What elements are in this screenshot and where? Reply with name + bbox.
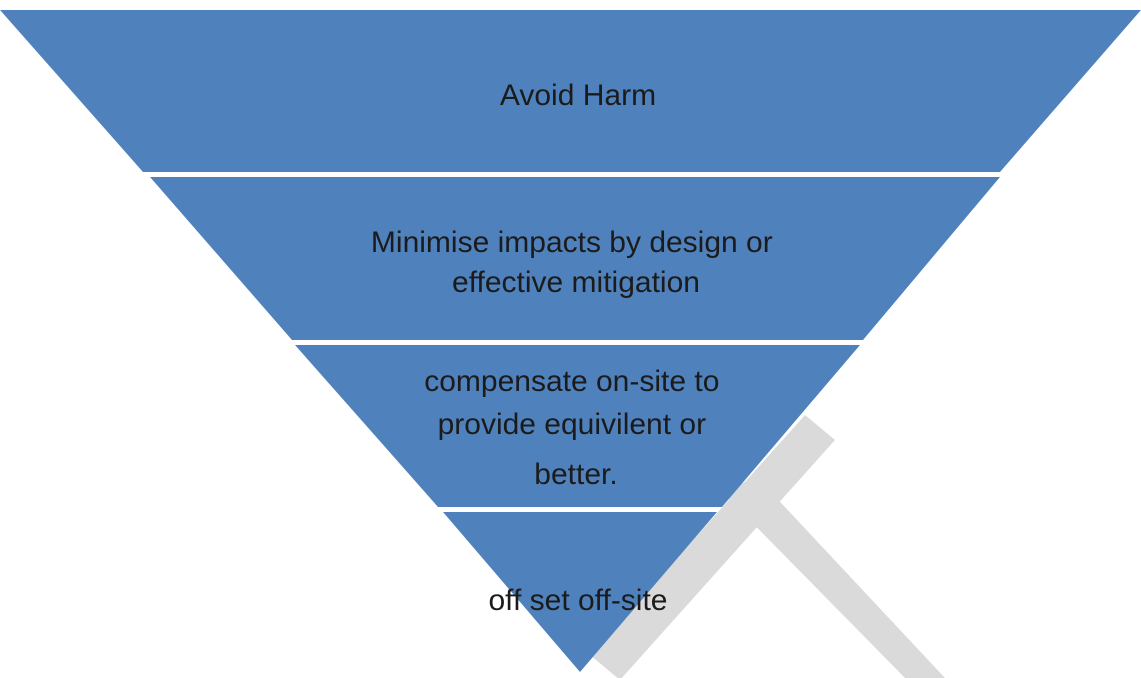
tier-2-shape — [150, 177, 1000, 340]
watermark-graphic — [590, 415, 945, 678]
tier-1-label: Avoid Harm — [500, 79, 656, 112]
tier-2-line-1: Minimise impacts by design or — [371, 226, 773, 259]
watermark-stroke — [725, 475, 945, 678]
watermark-bar — [590, 415, 835, 678]
tier-1-line-1: Avoid Harm — [500, 79, 656, 112]
tier-3-line-1: compensate on-site to — [424, 365, 719, 398]
tier-3-label: compensate on-site to provide equivilent… — [424, 365, 728, 491]
tier-labels: Avoid Harm Minimise impacts by design or… — [371, 79, 781, 617]
tier-4-shape — [443, 512, 717, 672]
tier-4-line-1: off set off-site — [489, 584, 668, 617]
tier-3-line-3: better. — [534, 458, 617, 491]
pyramid — [0, 10, 1141, 672]
tier-3-line-2: provide equivilent or — [438, 408, 707, 441]
tier-4-label: off set off-site — [489, 584, 668, 617]
tier-1-shape — [0, 10, 1141, 172]
tier-3-shape — [295, 345, 860, 507]
tier-2-label: Minimise impacts by design or effective … — [371, 226, 781, 299]
tier-2-line-2: effective mitigation — [452, 266, 700, 299]
